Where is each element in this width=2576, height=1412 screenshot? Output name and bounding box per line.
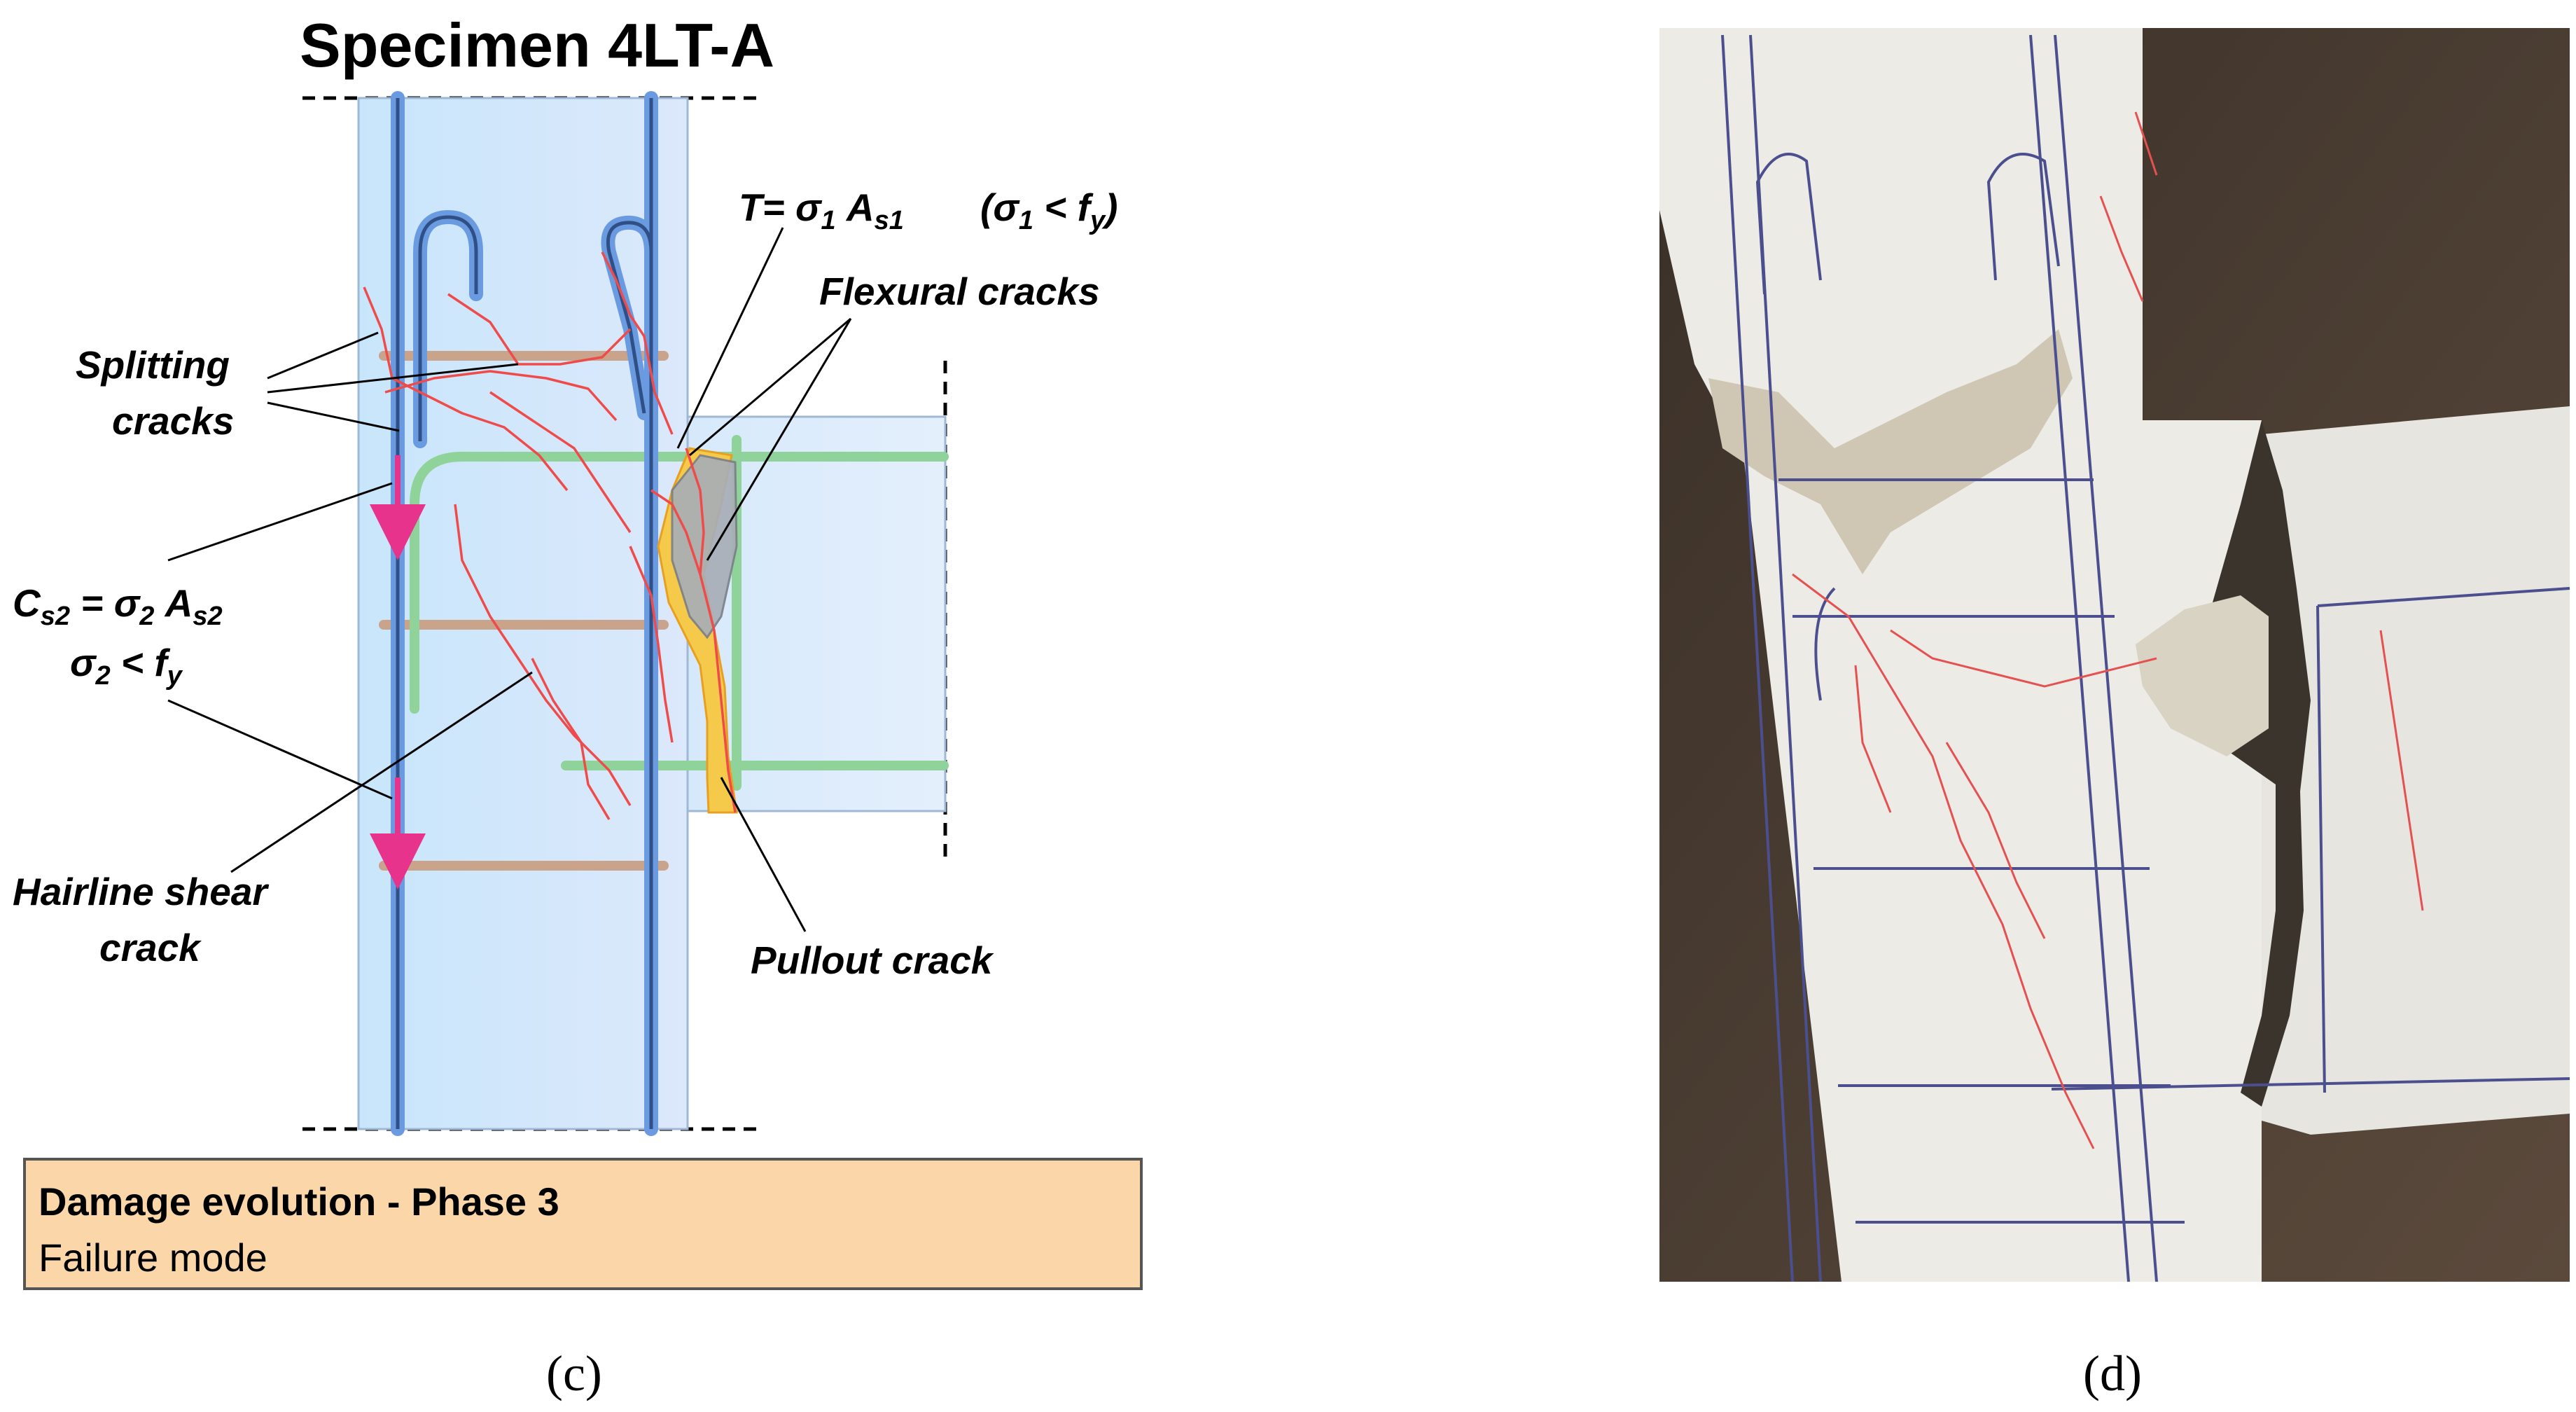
flexural-cracks-label: Flexural cracks xyxy=(819,270,1100,313)
shear-crack-2 xyxy=(531,658,611,820)
photo-spall-joint xyxy=(2136,595,2269,756)
tension-A: A xyxy=(836,186,875,229)
tension-cond-sub: 1 xyxy=(1019,206,1033,235)
diagram-panel-c: Specimen 4LT-A xyxy=(13,11,1143,1401)
leader-compression-top xyxy=(167,482,393,562)
photo-panel-d: (d) xyxy=(1659,28,2570,1401)
shear-crack-1 xyxy=(454,504,632,806)
tension-label: T= σ1 As1 xyxy=(739,186,904,235)
tension-sub2: s1 xyxy=(875,206,904,235)
tension-sub1: 1 xyxy=(821,206,836,235)
splitting-crack-2 xyxy=(384,370,618,422)
column-concrete xyxy=(357,97,689,1130)
shear-crack-3 xyxy=(629,546,674,743)
splitting-crack-5 xyxy=(489,391,632,533)
splitting-crack-3 xyxy=(601,251,674,435)
beam-top-bar xyxy=(410,452,949,714)
compression-label-1: Cs2 = σ2 As2 xyxy=(13,581,223,631)
photo-crack-tracings xyxy=(1792,111,2424,1149)
crack-lines xyxy=(363,251,737,820)
shear-label-1: Hairline shear xyxy=(13,870,269,913)
info-box-line2: Failure mode xyxy=(39,1236,267,1280)
caption-d: (d) xyxy=(2083,1345,2142,1401)
compression-A: A xyxy=(154,581,193,625)
column-rebars-core xyxy=(396,98,653,1129)
leader-splitting-3 xyxy=(267,401,400,432)
tension-condition-label: (σ1 < fy) xyxy=(980,186,1118,235)
compression-line2-sub: 2 xyxy=(95,661,111,691)
beam-concrete xyxy=(686,415,947,812)
leader-splitting-1 xyxy=(267,331,379,380)
compression-line2-rest: < f xyxy=(111,641,171,684)
specimen-title: Specimen 4LT-A xyxy=(300,11,774,80)
splitting-label-1: Splitting xyxy=(76,343,230,387)
leader-pullout xyxy=(720,777,807,932)
pullout-label: Pullout crack xyxy=(751,939,994,982)
leader-lines xyxy=(167,227,852,932)
compression-line2-sub2: y xyxy=(166,661,183,691)
column-stirrups xyxy=(379,351,669,871)
photo-rebar-lines xyxy=(1721,34,2570,1282)
compression-line2: σ xyxy=(70,641,97,684)
compression-C: C xyxy=(13,581,41,625)
leader-shear xyxy=(230,671,533,873)
info-box-line1: Damage evolution - Phase 3 xyxy=(39,1179,559,1224)
tension-main: T= σ xyxy=(739,186,823,229)
tension-cond-rest: < f xyxy=(1033,186,1094,229)
flexural-crack-1 xyxy=(650,489,737,813)
leader-flexural-1 xyxy=(689,317,851,457)
photo-spall-top xyxy=(1708,329,2073,574)
leader-splitting-2 xyxy=(267,363,519,394)
compression-Csub: s2 xyxy=(41,602,70,631)
caption-c: (c) xyxy=(546,1345,602,1401)
compression-sigsub: 2 xyxy=(139,602,154,631)
tension-cond-sub2: y xyxy=(1089,206,1106,235)
shear-label-2: crack xyxy=(99,926,202,969)
leader-compression-bottom xyxy=(167,699,393,800)
compression-Asub: s2 xyxy=(193,602,222,631)
leader-tension xyxy=(676,227,784,449)
tension-cond-close: ) xyxy=(1101,186,1118,229)
flexural-crack-2 xyxy=(685,448,705,575)
photo-beam xyxy=(2262,406,2570,1135)
compression-label-2: σ2 < fy xyxy=(70,641,183,691)
photo-column xyxy=(1659,28,2262,1282)
spalled-wedge xyxy=(671,454,738,639)
compression-eq: = σ xyxy=(70,581,141,625)
tension-cond: (σ xyxy=(980,186,1020,229)
photo-joint-crack xyxy=(2171,420,2311,1107)
splitting-crack-4 xyxy=(447,293,632,366)
splitting-label-2: cracks xyxy=(112,399,234,443)
leader-flexural-2 xyxy=(706,318,852,561)
splitting-crack-1 xyxy=(363,286,569,492)
info-box xyxy=(23,1158,1143,1290)
